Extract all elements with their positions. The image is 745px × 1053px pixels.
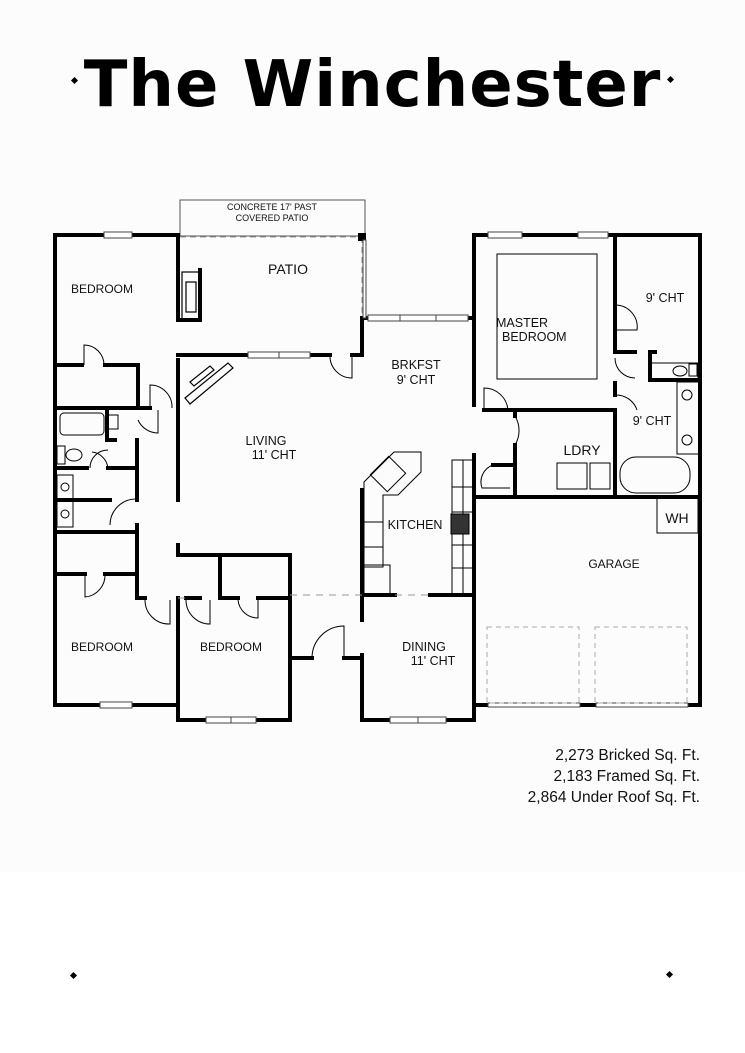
room-label-master-bedroom-line2: BEDROOM	[502, 330, 567, 344]
sqft-bricked: 2,273 Bricked Sq. Ft.	[555, 747, 700, 764]
room-label-ldry: LDRY	[563, 442, 601, 458]
fixtures	[56, 253, 700, 534]
windows	[99, 231, 689, 724]
door-swings	[83, 304, 638, 659]
room-label-master-bedroom-line1: MASTER	[496, 316, 548, 330]
fireplace-living	[184, 362, 234, 405]
covered-patio-note-line1: CONCRETE 17' PAST	[227, 202, 318, 212]
page-title: The Winchester	[83, 48, 662, 122]
kitchen-cabinets	[363, 451, 475, 597]
room-label-dining-ceiling: 11' CHT	[411, 654, 456, 668]
square-footage-summary: 2,273 Bricked Sq. Ft. 2,183 Framed Sq. F…	[528, 745, 700, 808]
fireplace-patio	[181, 271, 201, 321]
opening-dashes	[178, 594, 430, 599]
patio-post	[358, 233, 366, 241]
room-label-dining: DINING	[402, 640, 446, 654]
room-label-garage: GARAGE	[588, 557, 639, 571]
sqft-framed: 2,183 Framed Sq. Ft.	[553, 768, 700, 785]
plan-background	[0, 0, 745, 872]
room-label-living-ceiling: 11' CHT	[252, 448, 297, 462]
covered-patio-note-line2: COVERED PATIO	[236, 213, 309, 223]
room-label-patio: PATIO	[268, 261, 308, 277]
patio-dashed-line	[180, 236, 363, 318]
room-label-master-closet-ceiling: 9' CHT	[646, 291, 685, 305]
room-label-master-bath-ceiling: 9' CHT	[633, 414, 672, 428]
covered-patio-slab	[179, 199, 366, 237]
garage-door-outlines	[486, 626, 688, 704]
room-label-brkfst-ceiling: 9' CHT	[397, 373, 436, 387]
room-label-bedroom-top-left: BEDROOM	[71, 282, 133, 296]
room-label-brkfst: BRKFST	[391, 358, 441, 372]
room-label-wh: WH	[665, 510, 688, 526]
walls	[53, 233, 702, 722]
room-label-bedroom-bottom-middle: BEDROOM	[200, 640, 262, 654]
room-label-kitchen: KITCHEN	[388, 518, 443, 532]
sqft-under-roof: 2,864 Under Roof Sq. Ft.	[527, 789, 700, 806]
room-label-living: LIVING	[246, 434, 287, 448]
room-label-bedroom-bottom-left: BEDROOM	[71, 640, 133, 654]
